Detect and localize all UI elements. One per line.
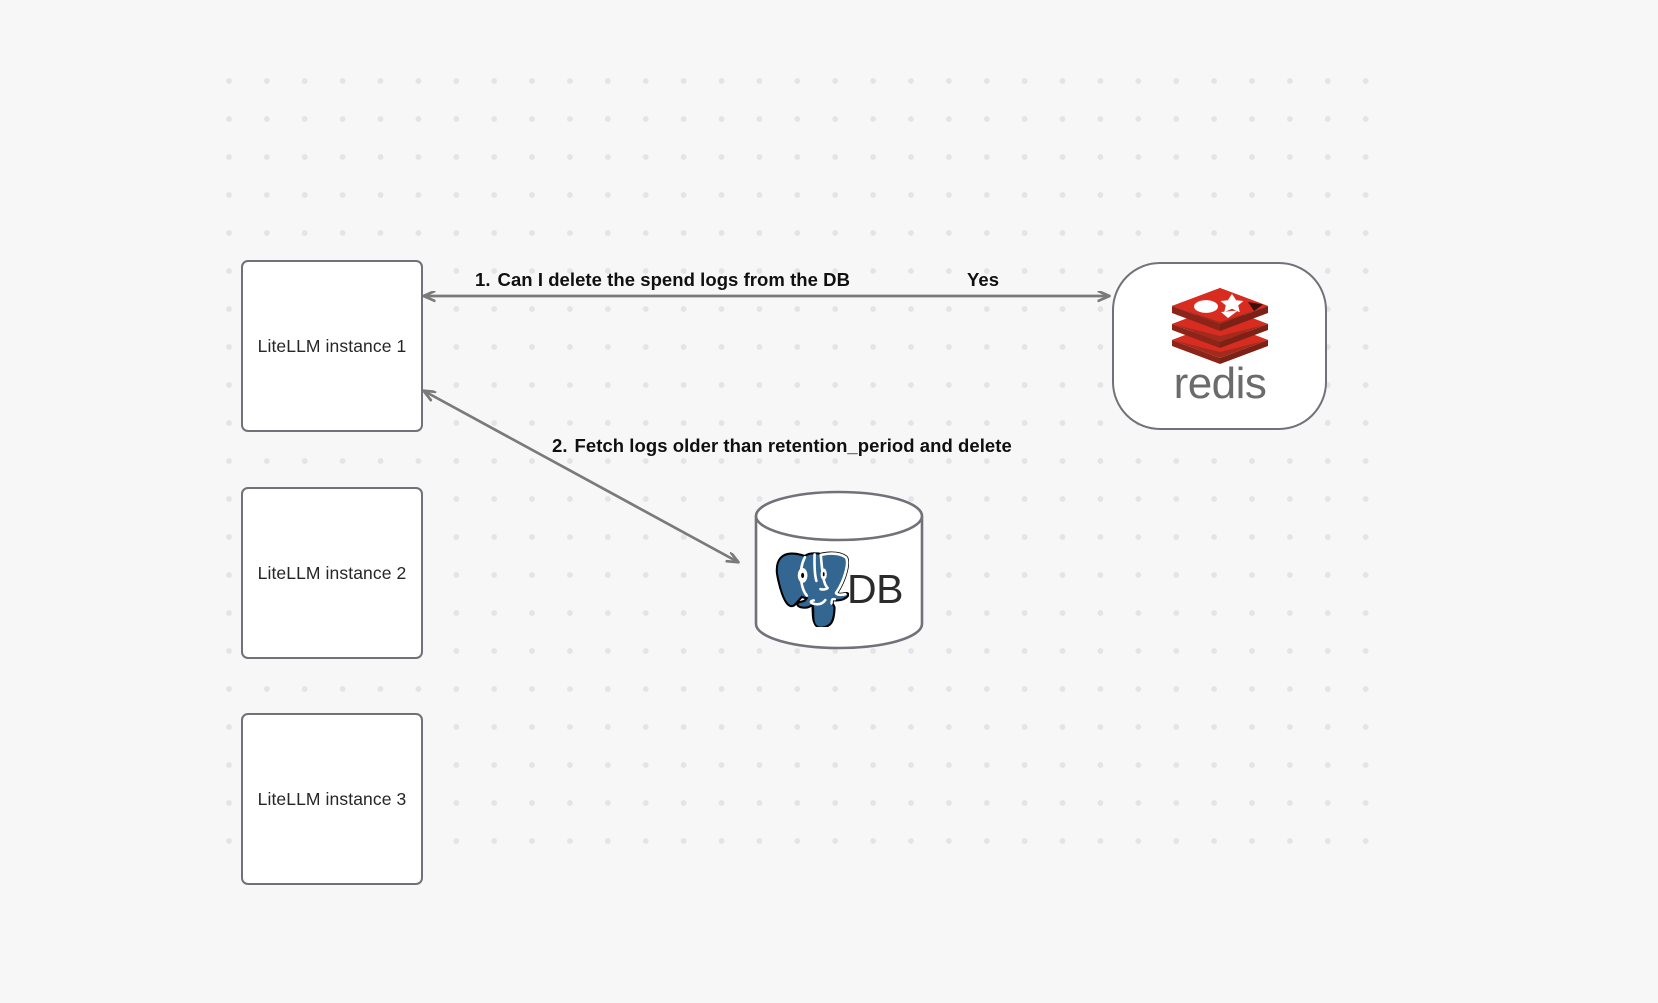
node-redis[interactable]: redis: [1112, 262, 1327, 430]
node-litellm-instance-2[interactable]: LiteLLM instance 2: [241, 487, 423, 659]
edge-label-2: 2. Fetch logs older than retention_period…: [552, 435, 1012, 457]
node-label: LiteLLM instance 1: [257, 335, 407, 356]
edge-llm1-db: [424, 391, 738, 562]
redis-logo: redis: [1158, 282, 1282, 408]
database-logo-row: DB: [753, 544, 925, 634]
database-label: DB: [847, 565, 903, 612]
redis-wordmark: redis: [1173, 362, 1266, 408]
node-litellm-instance-3[interactable]: LiteLLM instance 3: [241, 713, 423, 885]
edge-label-yes: Yes: [967, 269, 1000, 290]
edge-label-2-text: Fetch logs older than retention_period a…: [574, 435, 1012, 456]
node-label: LiteLLM instance 3: [257, 788, 407, 809]
node-litellm-instance-1[interactable]: LiteLLM instance 1: [241, 260, 423, 432]
node-database[interactable]: DB: [753, 490, 925, 650]
edge-label-1: 1. Can I delete the spend logs from the D…: [475, 269, 850, 291]
svg-text:redis: redis: [1173, 362, 1266, 408]
redis-stack-icon: [1171, 288, 1268, 364]
edge-label-1-number: 1.: [475, 269, 491, 290]
node-label: LiteLLM instance 2: [257, 562, 407, 583]
edge-label-2-number: 2.: [552, 435, 568, 456]
postgresql-elephant-icon: [775, 551, 850, 627]
edge-label-1-text: Can I delete the spend logs from the DB: [497, 269, 850, 290]
